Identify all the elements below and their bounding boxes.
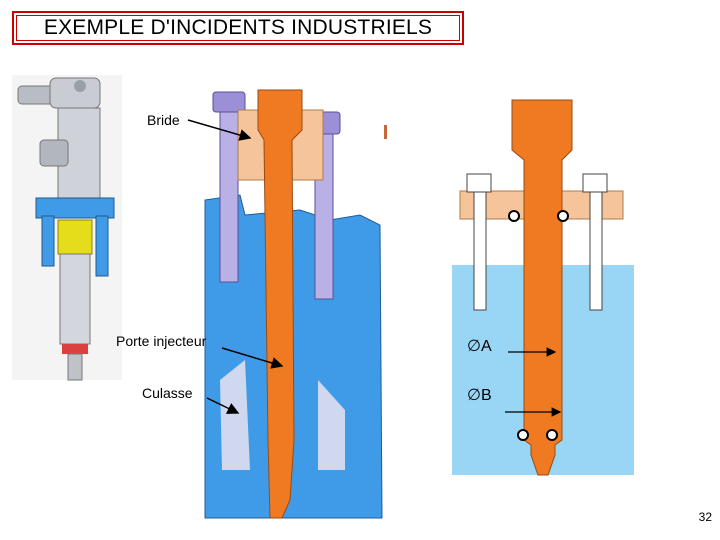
- schematic-seal-left: [508, 210, 520, 222]
- label-diameter-a: ∅A: [467, 338, 492, 355]
- slide-title: EXEMPLE D'INCIDENTS INDUSTRIELS: [43, 16, 433, 39]
- injector-top-fitting: [74, 80, 86, 92]
- title-inner-border: [16, 15, 460, 41]
- injector-lower-body: [59, 253, 91, 345]
- bolt-head-left: [212, 91, 246, 113]
- schematic-seal-bottom-right: [546, 429, 558, 441]
- injector-top-cap: [49, 77, 101, 109]
- schematic-seal-right: [557, 210, 569, 222]
- injector-bolt-left: [41, 215, 55, 267]
- schematic-bolt-head-right: [582, 173, 608, 193]
- label-culasse: Culasse: [142, 385, 193, 401]
- schematic-seal-bottom-left: [517, 429, 529, 441]
- schematic-porte-injecteur: [511, 99, 573, 476]
- injector-connector: [17, 85, 55, 105]
- injector-yellow-sleeve: [57, 219, 93, 255]
- cross-section-view: [204, 89, 387, 519]
- page-number: 32: [698, 510, 712, 524]
- label-porte-injecteur: Porte injecteur: [116, 333, 207, 349]
- injector-red-seal: [62, 344, 88, 354]
- slide-title-box: EXEMPLE D'INCIDENTS INDUSTRIELS: [12, 11, 464, 45]
- label-bride: Bride: [147, 112, 180, 128]
- cut-marker: [384, 125, 387, 139]
- porte-injecteur-section: [257, 89, 303, 519]
- bolt-shank-left: [219, 111, 239, 283]
- culasse-cavity-left: [220, 360, 250, 470]
- culasse-cavity-right: [318, 380, 345, 470]
- injector-nozzle: [67, 353, 83, 381]
- injector-flange-blue: [35, 197, 115, 219]
- injector-side-port: [39, 139, 69, 167]
- arrow-bride: [187, 119, 252, 141]
- injector-bolt-right: [95, 215, 109, 277]
- arrow-porte-injecteur: [221, 347, 284, 369]
- schematic-bolt-shank-right: [589, 191, 603, 311]
- injector-3d-illustration: [12, 75, 122, 381]
- label-diameter-b: ∅B: [467, 387, 492, 404]
- schematic-bolt-shank-left: [473, 191, 487, 311]
- arrow-culasse: [206, 397, 240, 414]
- schematic-view: [452, 99, 634, 476]
- schematic-bolt-head-left: [466, 173, 492, 193]
